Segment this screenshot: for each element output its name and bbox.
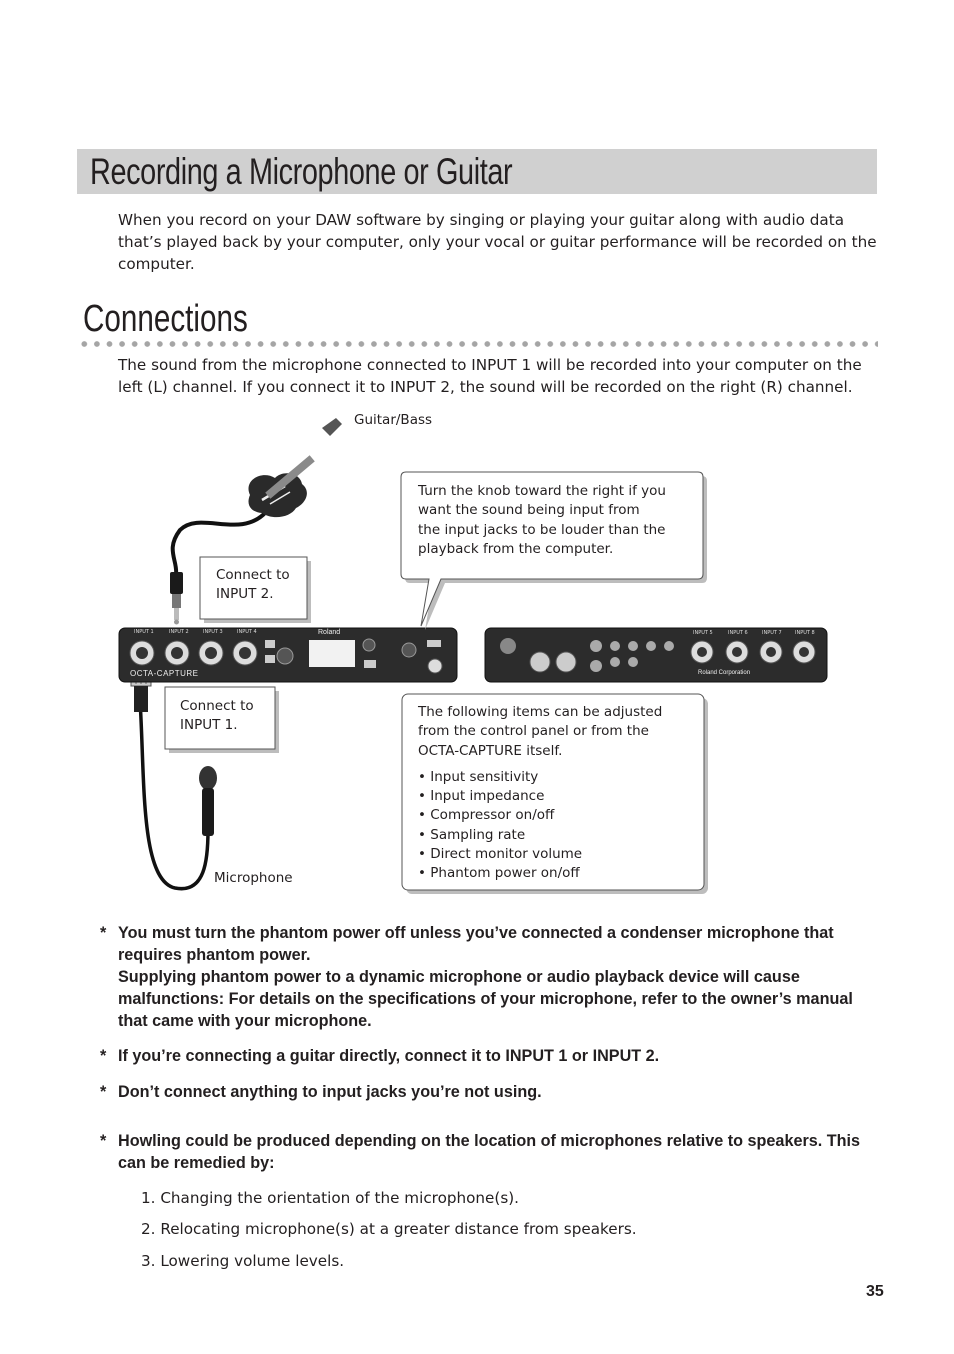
front-brand: Roland <box>318 629 341 636</box>
octa-capture-front-panel <box>118 627 458 683</box>
guitar-plug-icon <box>170 572 183 625</box>
note-guitar-direct: * If you’re connecting a guitar directly… <box>100 1047 660 1065</box>
note-phantom-power: * You must turn the phantom power off un… <box>100 924 853 1030</box>
rear-input-8: INPUT 8 <box>795 630 815 636</box>
front-input-4: INPUT 4 <box>237 629 257 635</box>
connection-diagram: Guitar/Bass Microphone Connect to INPUT … <box>0 400 954 910</box>
rear-input-7: INPUT 7 <box>762 630 782 636</box>
list-item: • Direct monitor volume <box>418 846 583 863</box>
adjust-callout: The following items can be adjusted from… <box>418 703 662 884</box>
connections-paragraph: The sound from the microphone connected … <box>118 356 862 396</box>
list-item: • Phantom power on/off <box>418 865 580 882</box>
remedy-step-3: 3. Lowering volume levels. <box>141 1252 345 1270</box>
octa-capture-rear-panel <box>484 627 828 683</box>
list-item: • Input sensitivity <box>418 768 539 785</box>
guitar-label: Guitar/Bass <box>354 412 433 428</box>
page-number: 35 <box>866 1283 884 1300</box>
page-title: Recording a Microphone or Guitar <box>90 151 513 192</box>
knob-callout: Turn the knob toward the right if you wa… <box>418 483 666 557</box>
section-heading: Connections <box>83 298 248 340</box>
front-input-2: INPUT 2 <box>169 629 189 635</box>
input2-callout: Connect to INPUT 2. <box>216 567 290 603</box>
remedy-step-1: 1. Changing the orientation of the micro… <box>141 1189 519 1207</box>
input1-callout: Connect to INPUT 1. <box>180 698 254 734</box>
list-item: • Input impedance <box>418 788 545 805</box>
list-item: • Compressor on/off <box>418 807 555 824</box>
note-unused-jacks: * Don’t connect anything to input jacks … <box>100 1083 542 1101</box>
front-input-3: INPUT 3 <box>203 629 223 635</box>
note-howling: * Howling could be produced depending on… <box>100 1132 861 1172</box>
microphone-label: Microphone <box>214 870 293 886</box>
title-bar <box>77 149 877 194</box>
front-model: OCTA-CAPTURE <box>130 669 199 678</box>
dotted-divider <box>78 340 878 348</box>
rear-input-5: INPUT 5 <box>693 630 713 636</box>
intro-paragraph: When you record on your DAW software by … <box>118 211 877 273</box>
rear-brand: Roland Corporation <box>698 670 751 676</box>
microphone-icon <box>199 766 217 836</box>
list-item: • Sampling rate <box>418 826 526 843</box>
diagram-graphics <box>118 418 828 894</box>
remedy-step-2: 2. Relocating microphone(s) at a greater… <box>141 1220 637 1238</box>
front-input-1: INPUT 1 <box>134 629 154 635</box>
electric-guitar-icon <box>248 418 342 518</box>
rear-input-6: INPUT 6 <box>728 630 748 636</box>
